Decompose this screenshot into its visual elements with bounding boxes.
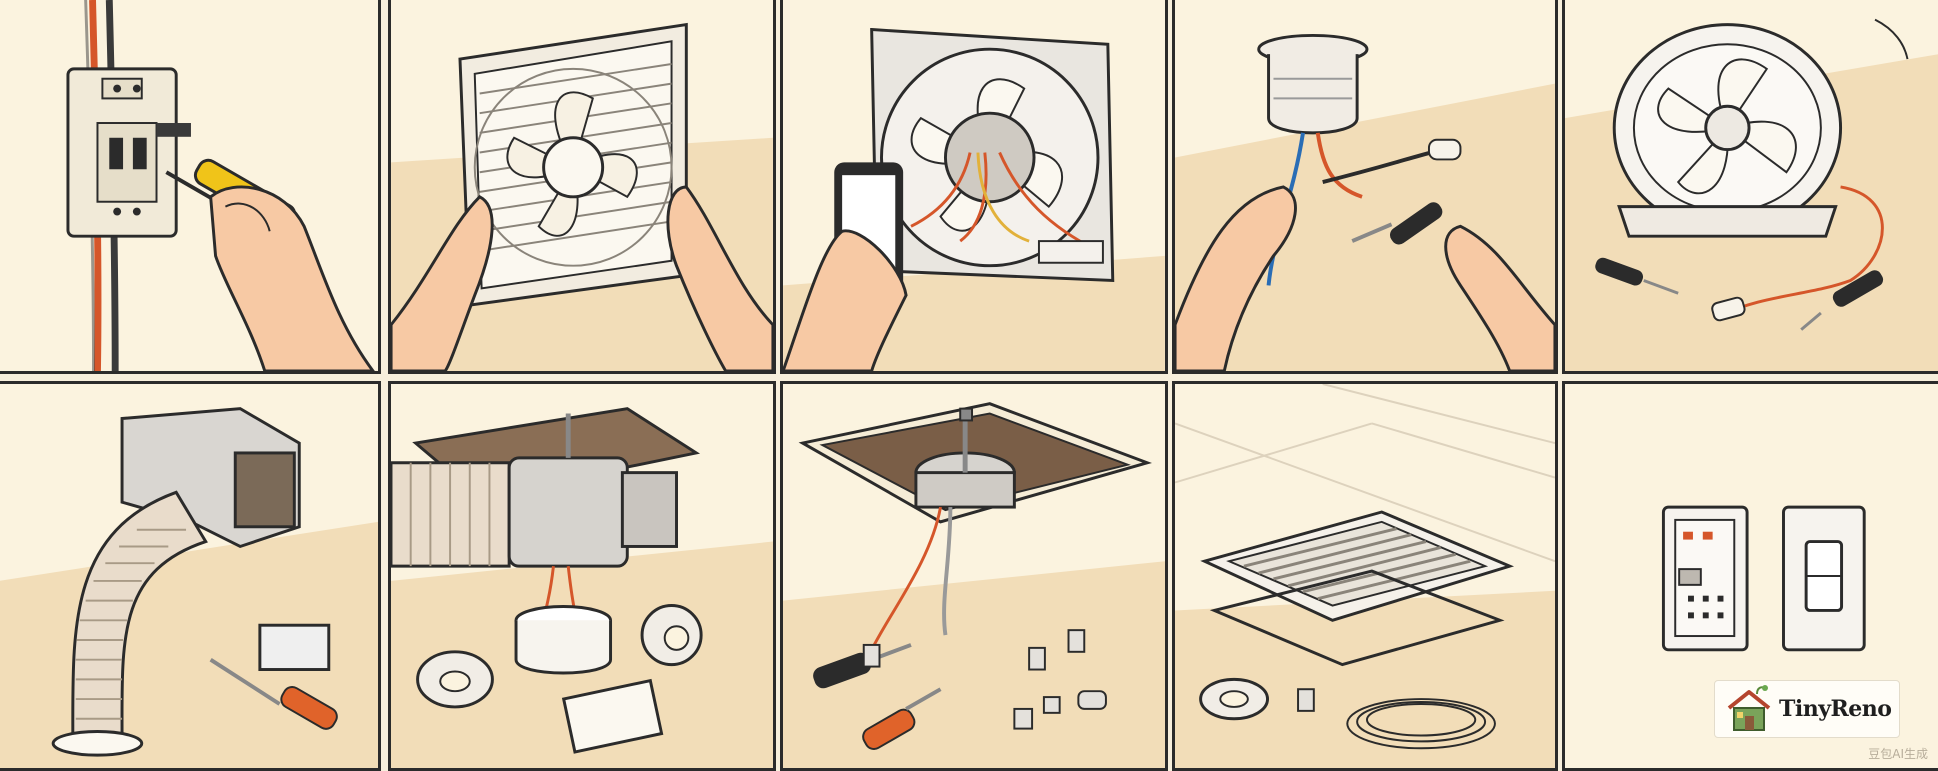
foil-tape-icon: [416, 604, 703, 709]
panel-breaker-test: [0, 0, 381, 374]
fan-housing-icon: [1612, 23, 1843, 238]
panel-connect-duct: [0, 381, 381, 771]
screwdriver-icon: [209, 658, 338, 730]
hand-icon: [783, 229, 908, 371]
hand-icon: [391, 185, 773, 371]
fan-grille-icon: [458, 22, 688, 307]
gasket-icon: [561, 678, 664, 754]
circuit-breaker-icon: [66, 67, 191, 238]
timer-switch-icon: [1661, 505, 1749, 652]
wire-nut-icon: [1711, 296, 1746, 322]
panel-seal-duct: [388, 381, 776, 771]
brand-logo: TinyReno: [1714, 680, 1900, 738]
wire-nut-icon: [1427, 138, 1462, 161]
duct-collar-icon: [1257, 33, 1369, 135]
brand-name: TinyReno: [1779, 696, 1892, 722]
panel-prepare-new-fan: [1562, 0, 1938, 374]
screwdriver-icon: [1595, 257, 1884, 331]
hand-icon: [1444, 224, 1555, 371]
flex-duct-icon: [51, 490, 208, 757]
hand-icon: [209, 185, 375, 371]
bolt-icon: [862, 629, 1107, 730]
bolt-icon: [1297, 688, 1315, 712]
flex-duct-icon: [391, 461, 511, 568]
screwdriver-icon: [1351, 202, 1443, 245]
panel-remove-old-fan: [388, 0, 776, 374]
panel-photo-wiring: [780, 0, 1168, 374]
screwdriver-icon: [813, 643, 942, 750]
fan-housing-icon: [507, 413, 678, 641]
watermark: 豆包AI生成: [1868, 747, 1928, 761]
house-icon: [1727, 685, 1771, 731]
fan-housing-icon: [914, 407, 1016, 509]
rocker-switch-icon: [1782, 505, 1866, 652]
panel-disconnect-wires: [1172, 0, 1558, 374]
wire-coil-icon: [1346, 698, 1496, 750]
tape-icon: [1199, 677, 1270, 721]
panel-install-grille: [1172, 381, 1558, 771]
foam-pad-icon: [258, 623, 331, 671]
panel-mount-housing: [780, 381, 1168, 771]
fan-motor-icon: [870, 27, 1115, 283]
hand-icon: [1175, 185, 1297, 371]
fan-grille-icon: [1200, 510, 1515, 667]
